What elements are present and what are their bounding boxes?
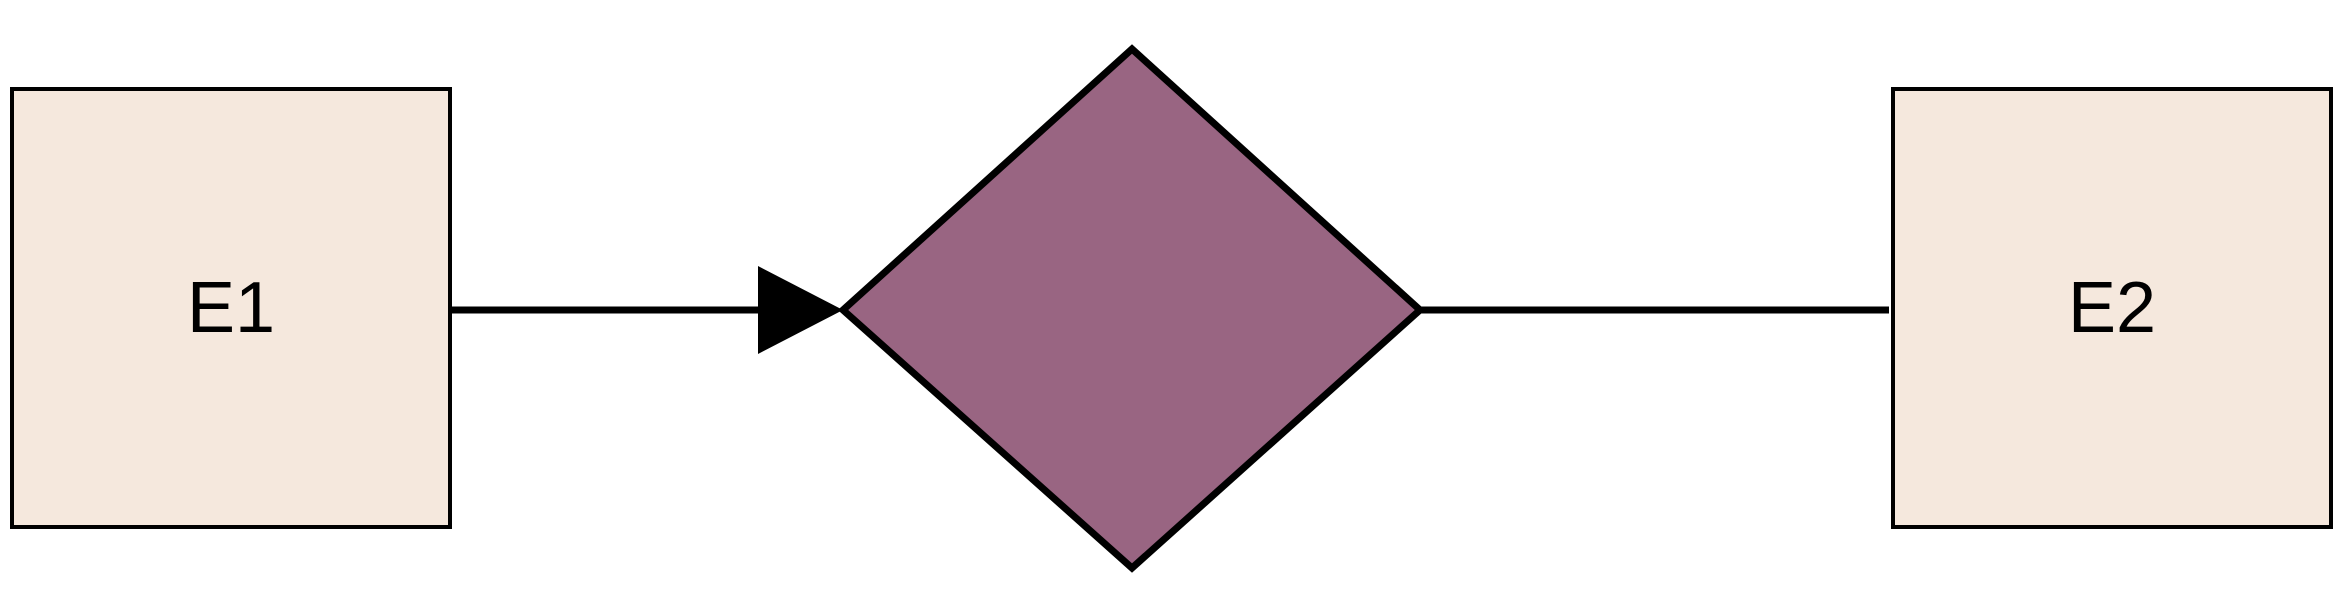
entity-e2-label: E2 bbox=[2068, 268, 2156, 348]
relationship-diamond bbox=[837, 44, 1426, 573]
entity-e2[interactable]: E2 bbox=[1891, 87, 2333, 529]
entity-e1-box bbox=[10, 87, 452, 529]
entity-e2-box bbox=[1891, 87, 2333, 529]
relationship[interactable] bbox=[837, 44, 1426, 573]
entity-e1-label: E1 bbox=[187, 268, 275, 348]
arrowhead-icon bbox=[758, 266, 843, 354]
entity-e1[interactable]: E1 bbox=[10, 87, 452, 529]
